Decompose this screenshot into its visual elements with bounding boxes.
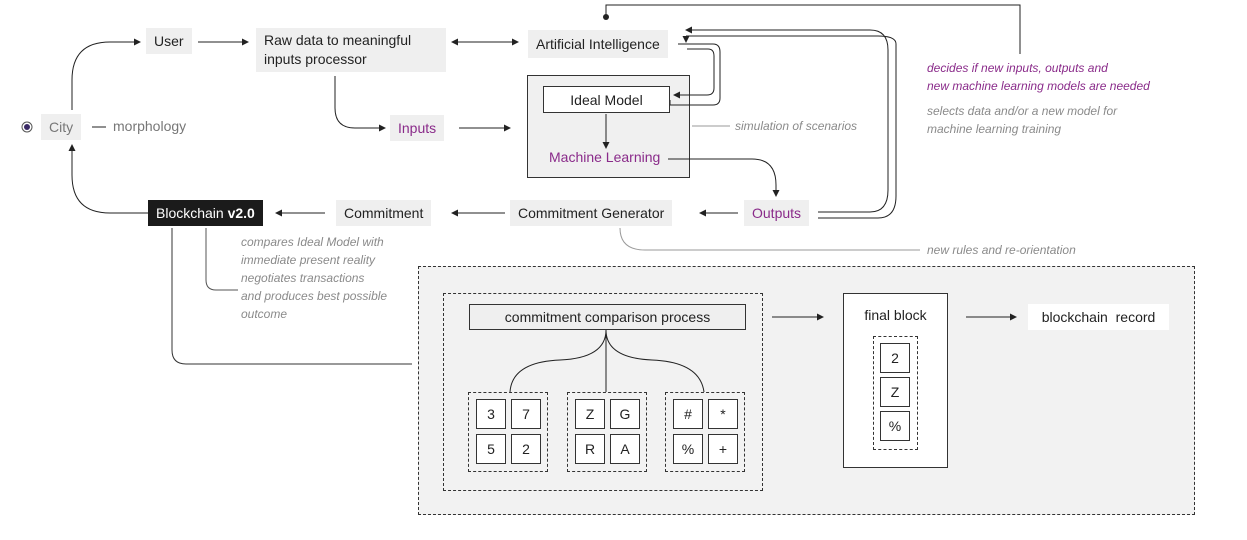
ai-label: Artificial Intelligence <box>536 36 660 52</box>
blockchain-label: Blockchain <box>156 205 224 221</box>
group-cell: G <box>610 399 640 429</box>
raw-data-processor-node: Raw data to meaningful inputs processor <box>256 28 446 72</box>
outputs-node: Outputs <box>744 200 810 226</box>
outputs-label: Outputs <box>752 205 802 221</box>
decides-note-line2: new machine learning models are needed <box>927 79 1150 93</box>
final-block-label: final block <box>864 307 927 323</box>
city-node: City <box>41 114 82 140</box>
blockchain-record-node: blockchain record <box>1028 304 1169 330</box>
inputs-label: Inputs <box>398 120 437 136</box>
comparison-group-1 <box>468 392 548 472</box>
group-cell: 3 <box>476 399 506 429</box>
inputs-node: Inputs <box>390 115 445 141</box>
machine-learning-node: Machine Learning <box>549 149 661 165</box>
artificial-intelligence-node: Artificial Intelligence <box>528 30 668 58</box>
group-cell: * <box>708 399 738 429</box>
morphology-label: morphology <box>113 118 187 134</box>
group-cell: A <box>610 434 640 464</box>
compares-note-line4: and produces best possible <box>241 289 388 303</box>
commitment-generator-label: Commitment Generator <box>518 205 665 221</box>
group-cell: + <box>708 434 738 464</box>
city-label: City <box>49 119 74 135</box>
group-cell: # <box>673 399 703 429</box>
group-cell: 2 <box>511 434 541 464</box>
final-block-cell: Z <box>880 377 910 407</box>
ideal-model-label: Ideal Model <box>570 91 643 108</box>
comparison-group-3 <box>665 392 745 472</box>
compares-note-line2: immediate present reality <box>241 253 376 267</box>
comparison-group-2 <box>567 392 647 472</box>
compares-note-line3: negotiates transactions <box>241 271 365 285</box>
compares-note-line1: compares Ideal Model with <box>241 235 384 249</box>
user-label: User <box>154 33 184 49</box>
ideal-model-node: Ideal Model <box>543 86 670 113</box>
blockchain-version: v2.0 <box>227 205 255 221</box>
blockchain-node: Blockchain v2.0 <box>148 200 263 226</box>
comparison-title: commitment comparison process <box>504 309 711 325</box>
selects-note-line2: machine learning training <box>927 122 1062 136</box>
group-cell: Z <box>575 399 605 429</box>
commitment-node: Commitment <box>336 200 432 226</box>
comparison-title-box: commitment comparison process <box>469 304 746 330</box>
group-cell: R <box>575 434 605 464</box>
group-cell: % <box>673 434 703 464</box>
selects-note-line1: selects data and/or a new model for <box>927 104 1118 118</box>
decides-note-line1: decides if new inputs, outputs and <box>927 61 1108 75</box>
group-cell: 5 <box>476 434 506 464</box>
raw-data-line2: inputs processor <box>264 51 367 67</box>
compares-note-line5: outcome <box>241 307 288 321</box>
group-cell: 7 <box>511 399 541 429</box>
new-rules-note: new rules and re-orientation <box>927 243 1076 257</box>
final-block-cell: % <box>880 411 910 441</box>
junction-dot <box>603 14 609 20</box>
commitment-generator-node: Commitment Generator <box>510 200 673 226</box>
raw-data-line1: Raw data to meaningful <box>264 32 412 48</box>
final-block-stack <box>873 336 918 450</box>
comparison-process-box <box>443 293 763 491</box>
user-node: User <box>146 28 192 54</box>
simulation-note: simulation of scenarios <box>735 119 858 133</box>
blockchain-record-label: blockchain record <box>1041 309 1156 325</box>
final-block-cell: 2 <box>880 343 910 373</box>
machine-learning-label: Machine Learning <box>549 149 661 165</box>
commitment-label: Commitment <box>344 205 424 221</box>
